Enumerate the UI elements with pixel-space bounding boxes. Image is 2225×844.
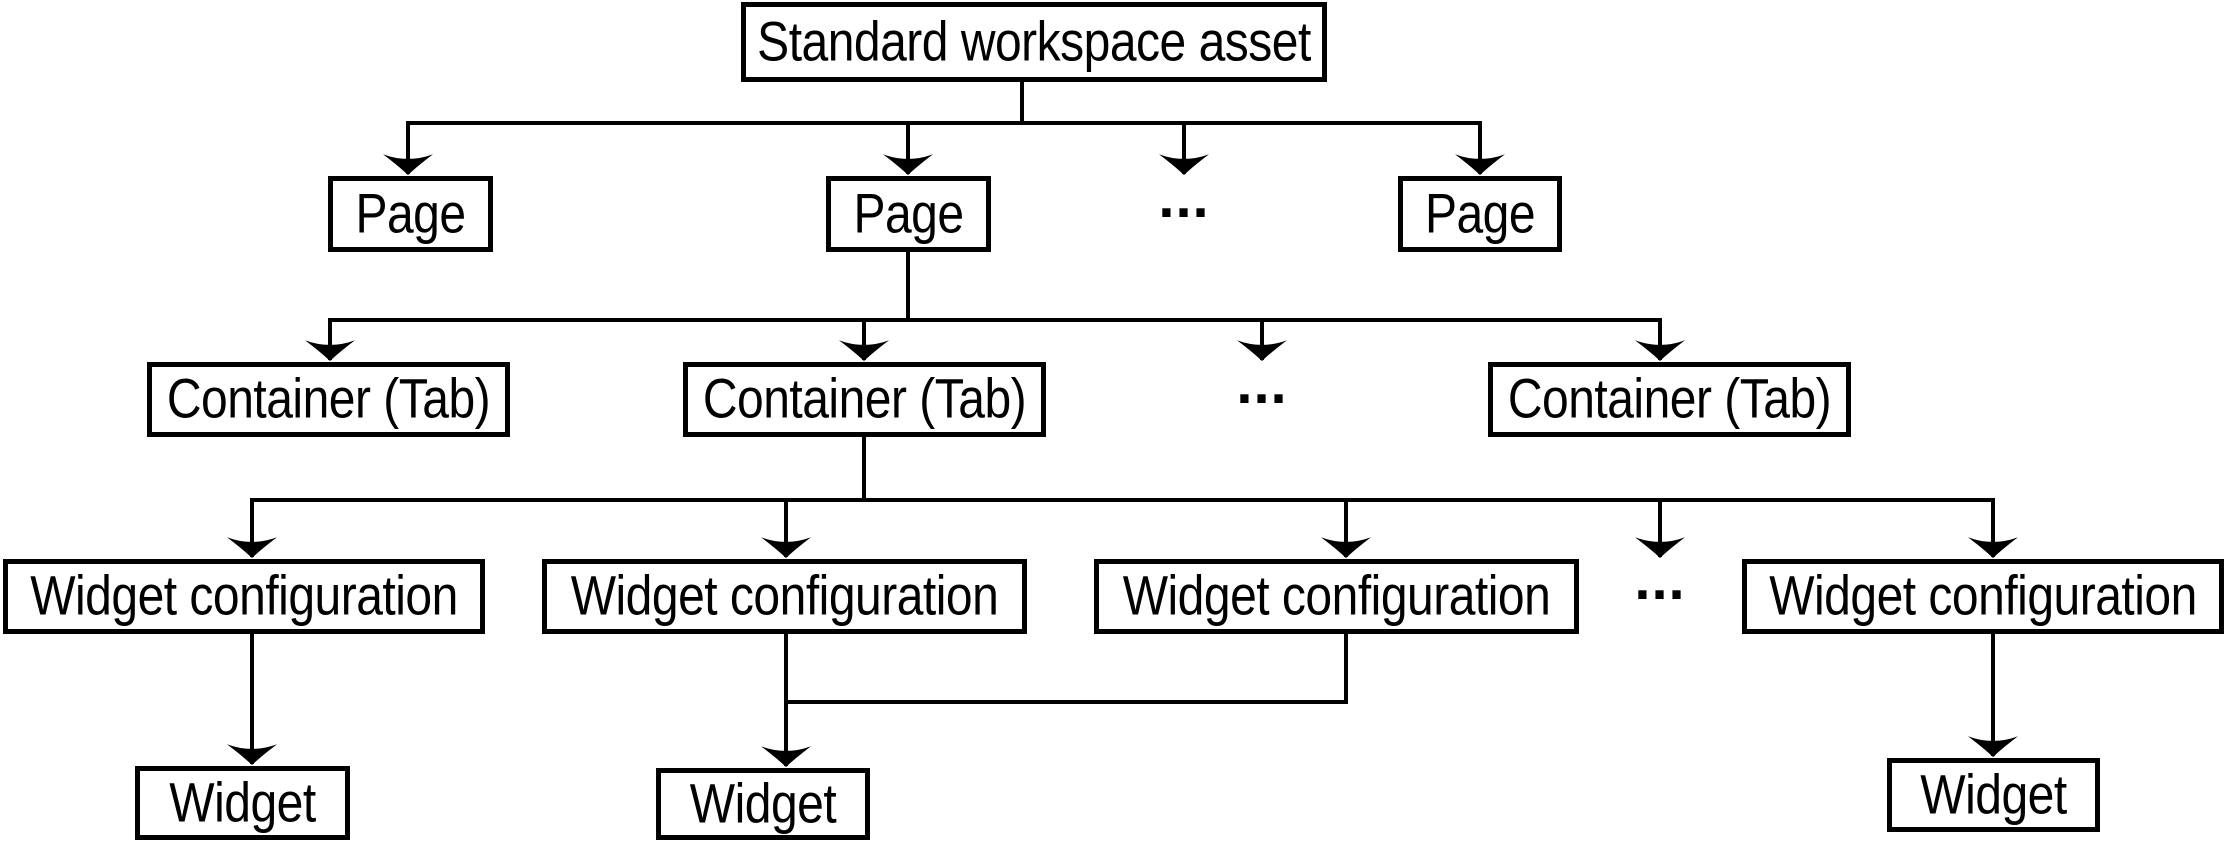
node-container-tab-3: Container (Tab)	[1488, 362, 1851, 437]
node-standard-workspace-asset: Standard workspace asset	[741, 2, 1327, 82]
node-widget-configuration-3: Widget configuration	[1094, 559, 1579, 634]
node-widget-configuration-1-label: Widget configuration	[30, 566, 458, 627]
ellipsis-widget-configurations: ...	[1634, 546, 1686, 612]
node-standard-workspace-asset-label: Standard workspace asset	[757, 11, 1311, 73]
node-widget-2-label: Widget	[689, 773, 837, 835]
edge-widget-config-3-to-widget-2-elbow	[786, 632, 1348, 704]
node-widget-configuration-3-label: Widget configuration	[1122, 566, 1551, 627]
node-page-2-label: Page	[853, 183, 964, 245]
node-page-2: Page	[826, 176, 991, 252]
node-widget-configuration-1: Widget configuration	[3, 559, 485, 634]
node-container-tab-1-label: Container (Tab)	[166, 369, 491, 430]
ellipsis-containers: ...	[1236, 350, 1288, 416]
node-page-1-label: Page	[355, 183, 466, 245]
node-widget-2: Widget	[656, 768, 870, 840]
node-widget-3-label: Widget	[1920, 764, 2067, 826]
node-container-tab-2-label: Container (Tab)	[702, 369, 1027, 430]
node-page-3: Page	[1398, 176, 1562, 252]
node-page-1: Page	[328, 176, 493, 252]
node-container-tab-3-label: Container (Tab)	[1507, 369, 1832, 430]
node-container-tab-1: Container (Tab)	[147, 362, 510, 437]
node-page-3-label: Page	[1424, 183, 1536, 245]
node-widget-configuration-2-label: Widget configuration	[570, 566, 999, 627]
node-container-tab-2: Container (Tab)	[683, 362, 1046, 437]
node-widget-3: Widget	[1887, 758, 2100, 832]
node-widget-configuration-4: Widget configuration	[1742, 559, 2224, 634]
node-widget-1-label: Widget	[169, 772, 316, 834]
ellipsis-pages: ...	[1158, 164, 1210, 230]
node-widget-configuration-4-label: Widget configuration	[1769, 566, 2197, 627]
node-widget-configuration-2: Widget configuration	[542, 559, 1027, 634]
node-widget-1: Widget	[135, 766, 350, 840]
